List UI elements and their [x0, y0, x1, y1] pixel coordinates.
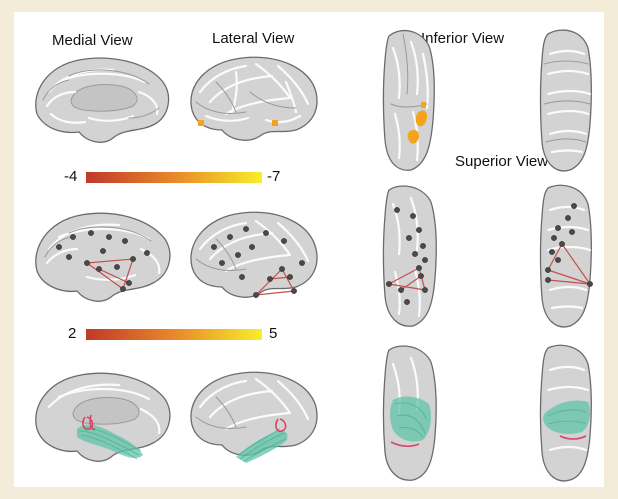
network-edges	[547, 243, 591, 285]
brain-inferior-tractography	[382, 345, 437, 481]
lateral-view-label: Lateral View	[212, 30, 295, 47]
network-nodes	[56, 230, 150, 292]
network-nodes	[211, 226, 305, 298]
brain-lateral-tractography	[190, 371, 318, 463]
network-nodes	[386, 207, 428, 305]
network-edges	[388, 267, 426, 291]
figure-panel: Medial View Lateral View Inferior View S…	[14, 12, 604, 487]
brain-inferior-network	[382, 185, 437, 327]
colorbar-1-min-label: -4	[64, 168, 78, 185]
colorbar-2-max-label: 5	[269, 325, 278, 342]
network-nodes	[545, 203, 593, 287]
network-edges	[86, 258, 134, 290]
brain-medial-activation	[35, 57, 170, 143]
colorbar-2	[86, 329, 262, 340]
brain-inferior-activation	[382, 29, 435, 171]
brain-superior-network	[539, 184, 593, 328]
brain-superior-activation	[539, 29, 592, 172]
brain-medial-tractography	[35, 372, 171, 462]
brain-lateral-network	[190, 211, 318, 298]
inferior-view-label: Inferior View	[421, 30, 505, 47]
brain-medial-network	[35, 212, 171, 302]
brain-superior-tractography	[539, 344, 592, 482]
colorbar-1-max-label: -7	[267, 168, 281, 185]
superior-view-label: Superior View	[455, 153, 549, 170]
network-edges	[255, 268, 295, 296]
medial-view-label: Medial View	[52, 32, 133, 49]
colorbar-1	[86, 172, 262, 183]
brain-lateral-activation	[190, 56, 318, 141]
colorbar-2-min-label: 2	[68, 325, 77, 342]
